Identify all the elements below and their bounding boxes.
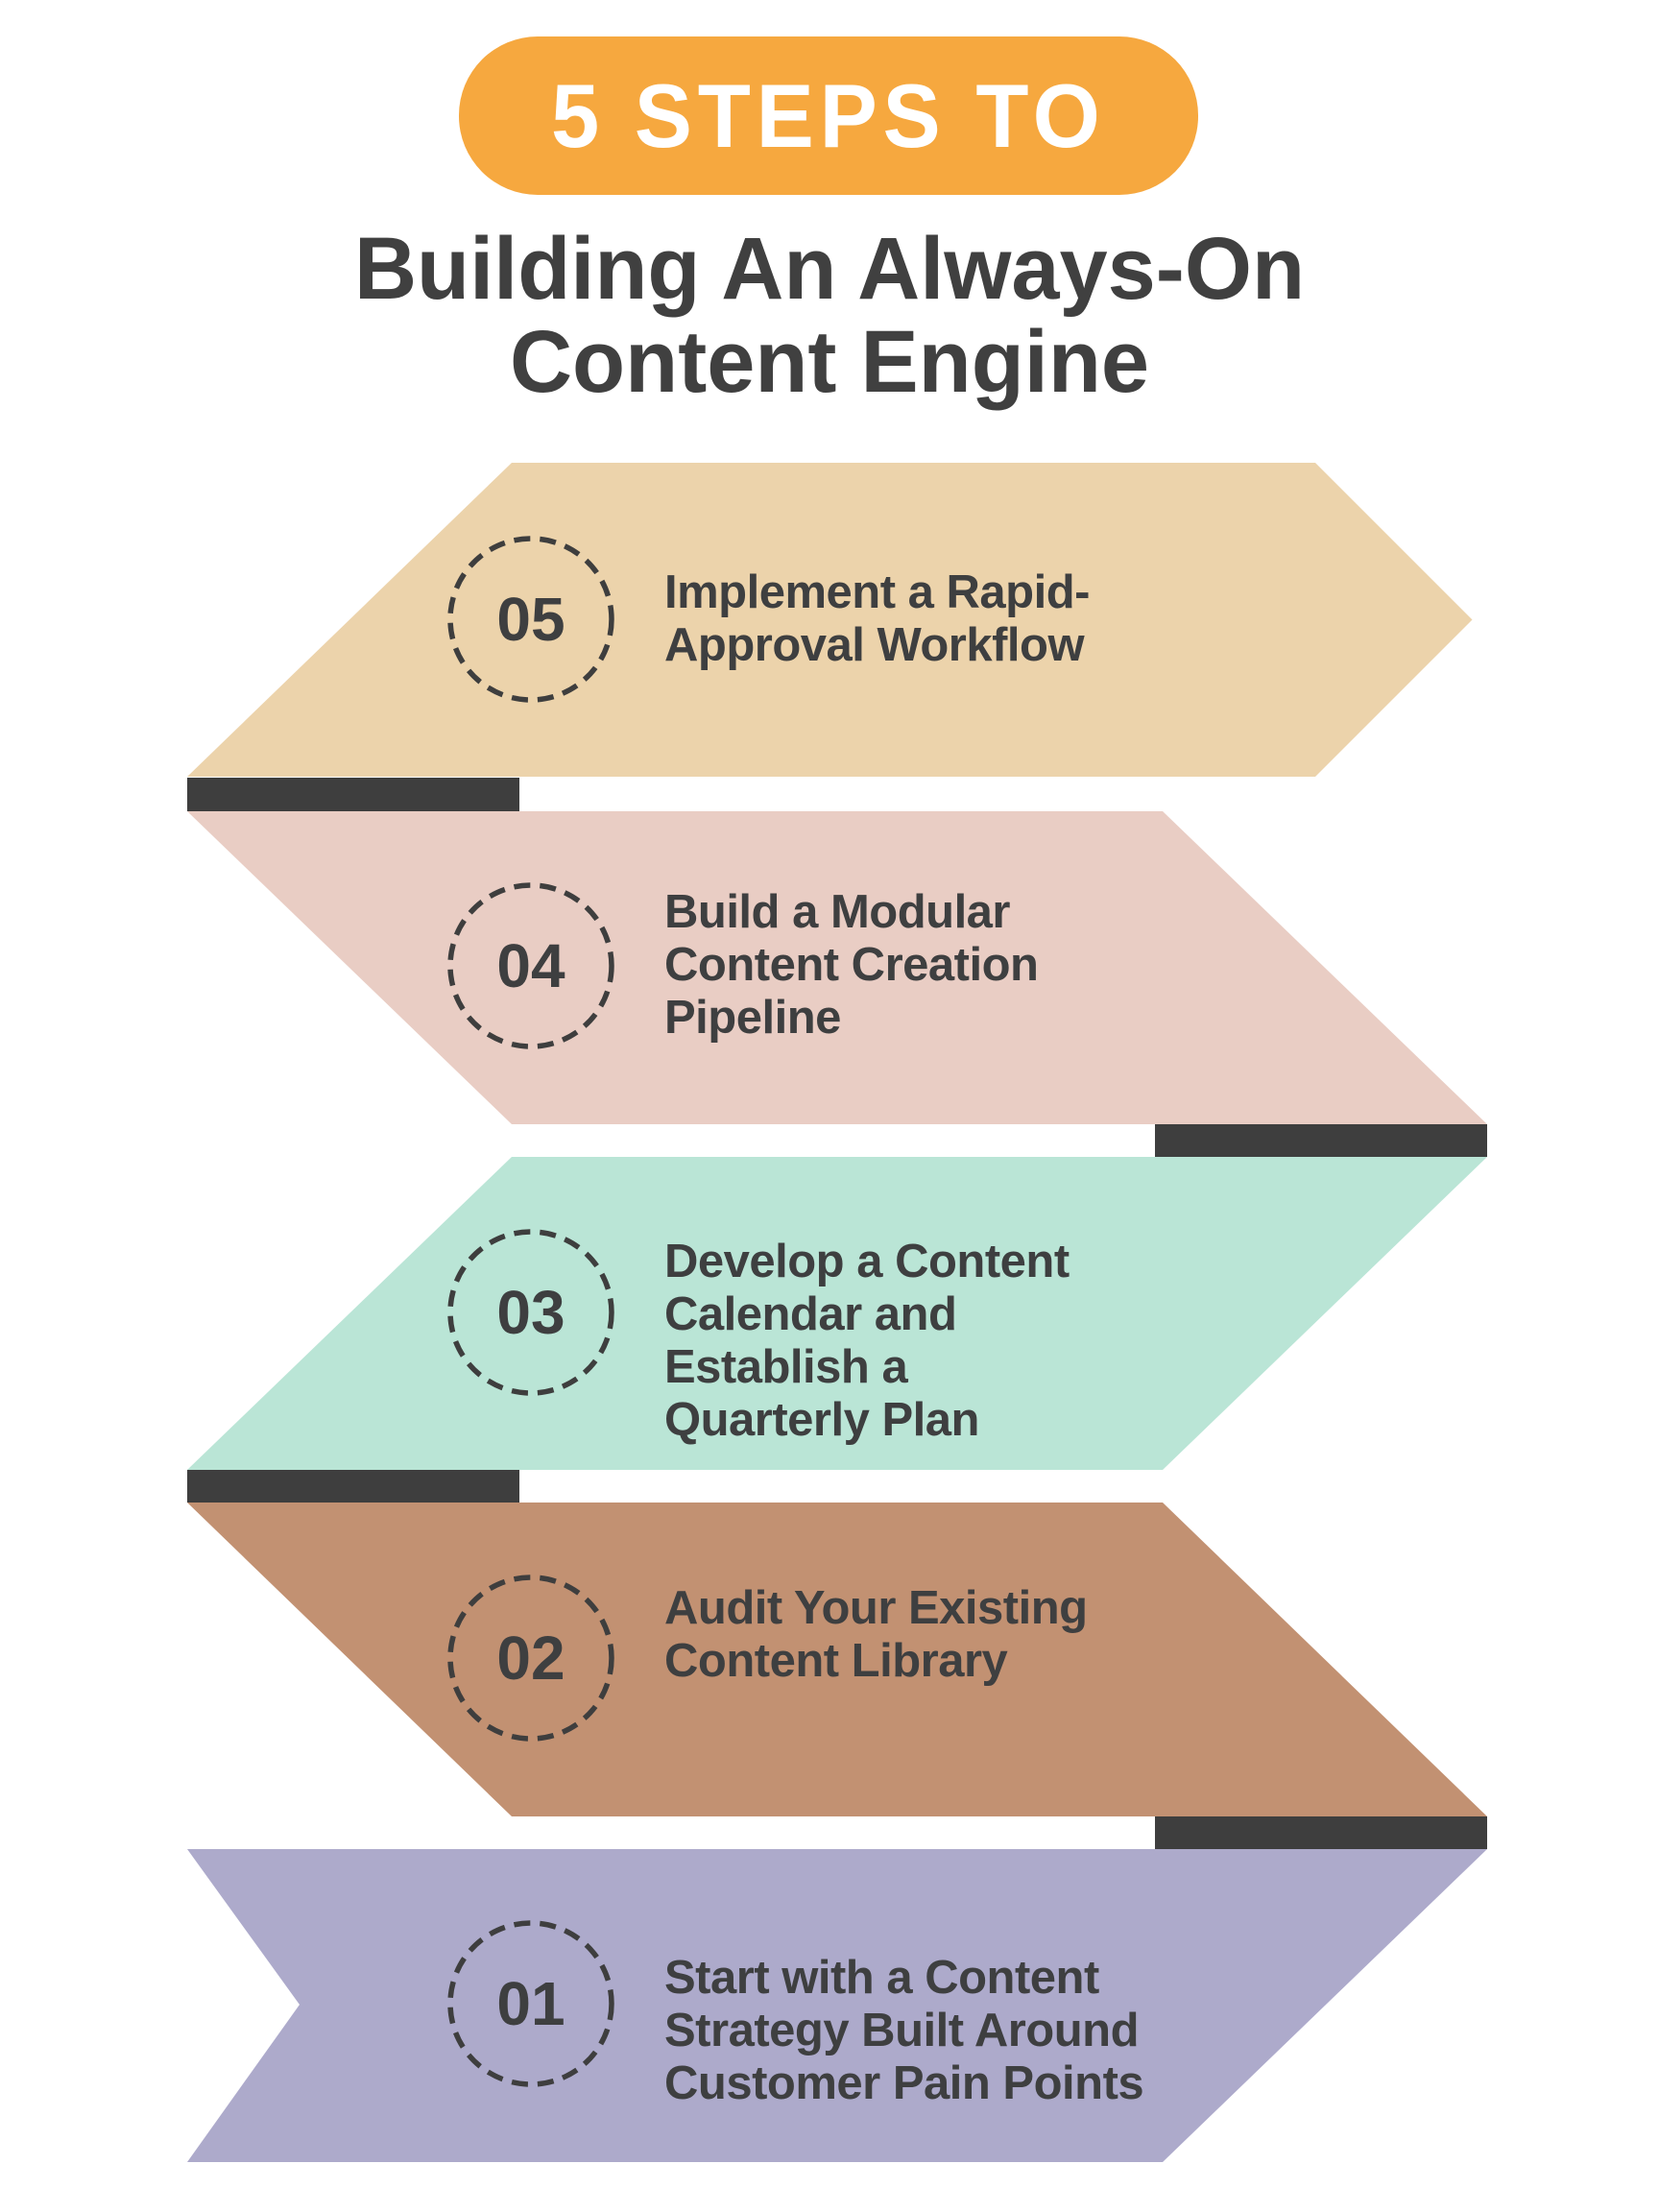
step-4-title: Build a Modular Content Creation Pipelin… xyxy=(664,886,1039,1044)
step-3-title: Develop a Content Calendar and Establish… xyxy=(664,1236,1070,1446)
step-3-number: 03 xyxy=(496,1278,565,1347)
step-1-title: Start with a Content Strategy Built Arou… xyxy=(664,1952,1144,2109)
step-4-number-ring xyxy=(447,882,614,1049)
step-5-arrow-shape xyxy=(187,463,1473,777)
step-5-number: 05 xyxy=(496,585,565,654)
connector-bar-2 xyxy=(1155,1124,1487,1157)
step-2-number-ring xyxy=(447,1575,614,1742)
step-1-number-ring xyxy=(447,1920,614,2087)
step-1-number: 01 xyxy=(496,1969,565,2038)
step-2-number: 02 xyxy=(496,1623,565,1693)
connector-bar-1 xyxy=(187,778,519,811)
step-5-title: Implement a Rapid- Approval Workflow xyxy=(664,566,1090,671)
step-2-title: Audit Your Existing Content Library xyxy=(664,1582,1088,1687)
page-title: Building An Always-On Content Engine xyxy=(353,220,1306,411)
step-3-number-ring xyxy=(447,1229,614,1396)
steps-count-label: 5 STEPS TO xyxy=(551,64,1106,166)
connector-bar-3 xyxy=(187,1470,519,1503)
step-4-number: 04 xyxy=(496,931,565,1000)
step-5-number-ring xyxy=(447,536,614,703)
steps-count-badge: 5 STEPS TO xyxy=(459,36,1198,195)
connector-bar-4 xyxy=(1155,1816,1487,1849)
